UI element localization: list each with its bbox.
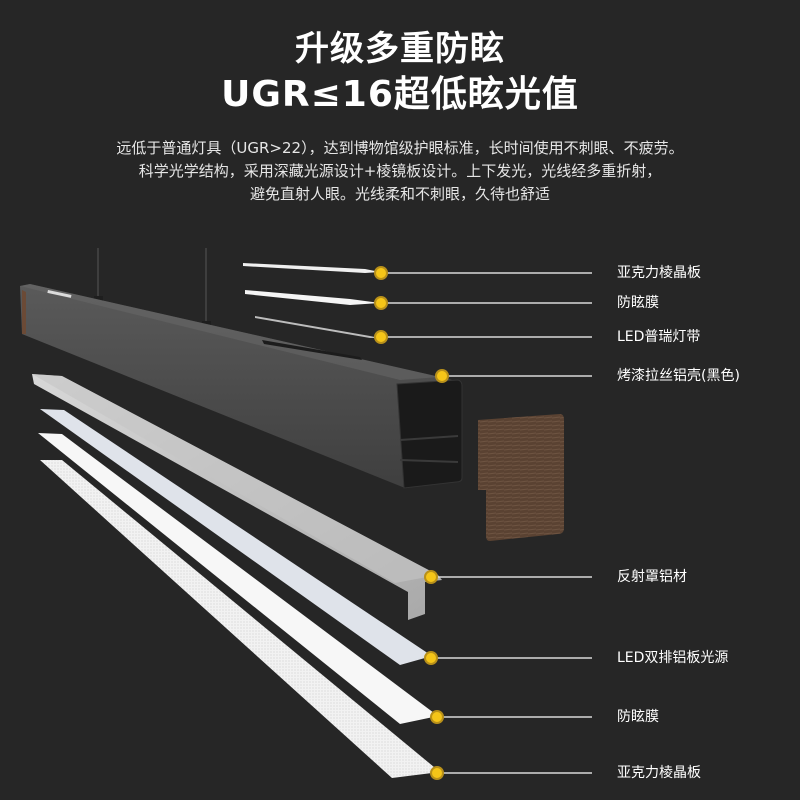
lower-anti-glare-film <box>38 433 438 724</box>
headline-line-2: UGR≤16超低眩光值 <box>221 74 579 115</box>
callout-label-led-board: LED双排铝板光源 <box>617 650 729 666</box>
callout-label-housing: 烤漆拉丝铝壳(黑色) <box>617 368 740 384</box>
callout-label-reflector: 反射罩铝材 <box>617 569 687 585</box>
callout-dot-icon <box>424 651 438 665</box>
led-strip <box>255 316 380 338</box>
wire-clip <box>202 321 211 327</box>
callout-dot-icon <box>430 766 444 780</box>
black-aluminum-housing <box>20 284 463 489</box>
wire-clip <box>94 296 103 302</box>
description-line-3: 避免直射人眼。光线柔和不刺眼，久待也舒适 <box>249 185 550 203</box>
top-acrylic-prism-plate <box>243 263 380 273</box>
lower-acrylic-prism-plate <box>40 460 440 778</box>
callout-dot-icon <box>424 570 438 584</box>
callout-label-anti-glare-film-top: 防眩膜 <box>617 295 659 311</box>
callout-label-anti-glare-film-bottom: 防眩膜 <box>617 709 659 725</box>
callout-dot-icon <box>430 710 444 724</box>
callout-dot-icon <box>435 369 449 383</box>
callout-label-acrylic-prism-top: 亚克力棱晶板 <box>617 265 701 281</box>
aluminum-reflector <box>32 374 442 620</box>
led-dual-row-aluminum-board <box>40 409 432 665</box>
description-line-1: 远低于普通灯具（UGR>22），达到博物馆级护眼标准，长时间使用不刺眼、不疲劳。 <box>116 139 684 157</box>
callout-label-led-strip: LED普瑞灯带 <box>617 329 701 345</box>
description-line-2: 科学光学结构，采用深藏光源设计+棱镜板设计。上下发光，光线经多重折射， <box>138 162 662 180</box>
callout-dot-icon <box>374 266 388 280</box>
callout-label-acrylic-prism-bottom: 亚克力棱晶板 <box>617 765 701 781</box>
callout-leaders <box>381 272 592 774</box>
callout-dots <box>374 266 449 780</box>
callout-dot-icon <box>374 330 388 344</box>
callout-dot-icon <box>374 296 388 310</box>
top-anti-glare-film <box>245 290 380 305</box>
headline-line-1: 升级多重防眩 <box>295 29 505 69</box>
wood-end-cap <box>478 414 564 541</box>
